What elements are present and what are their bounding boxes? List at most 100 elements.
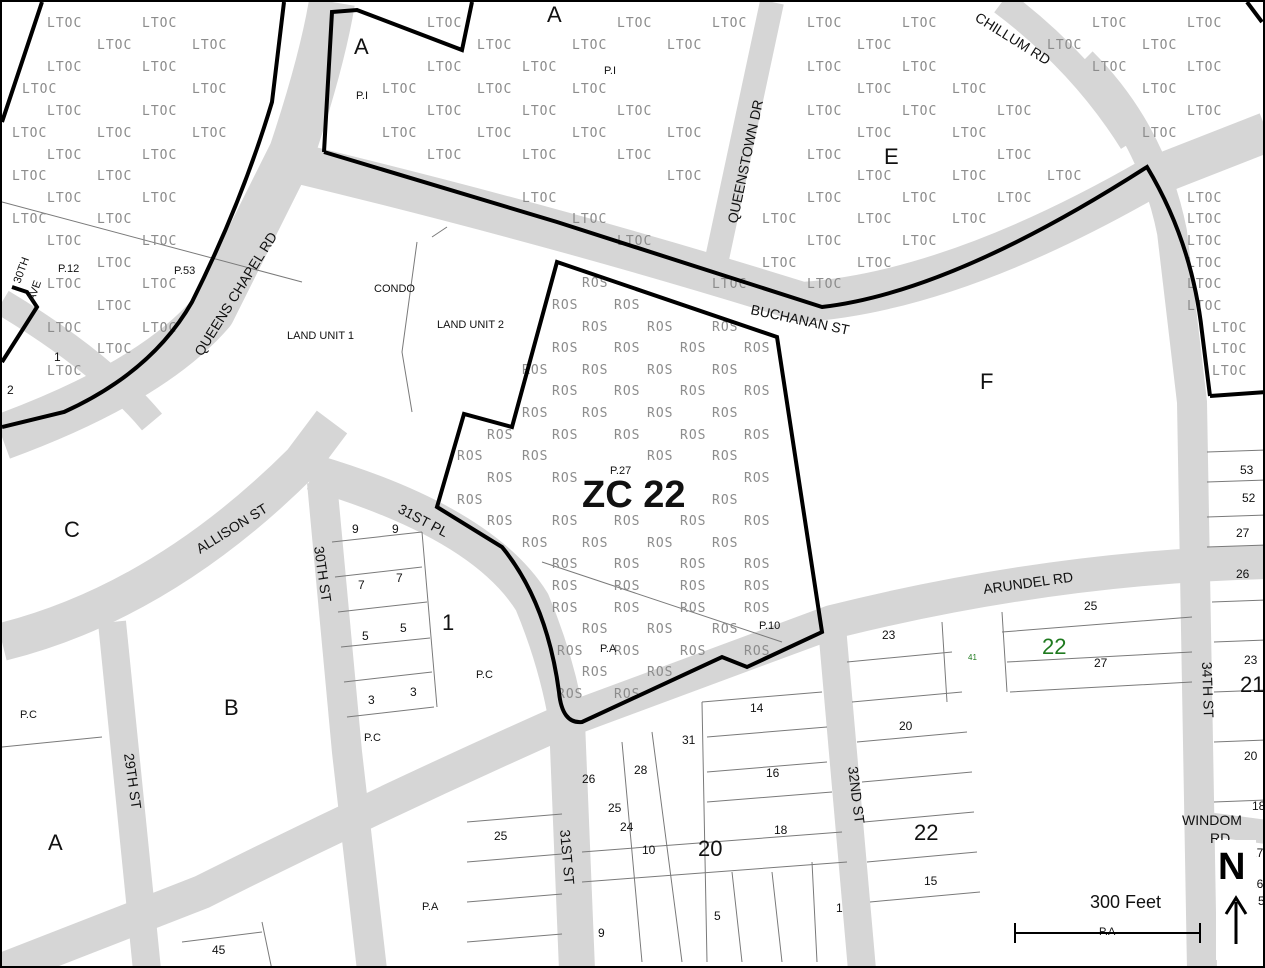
svg-text:LTOC: LTOC bbox=[192, 38, 227, 53]
svg-text:LTOC: LTOC bbox=[1212, 321, 1247, 336]
ltoc-boundary-a bbox=[322, 2, 474, 153]
square-22: 22 bbox=[914, 820, 938, 845]
svg-text:ROS: ROS bbox=[487, 428, 513, 443]
lot-number: 23 bbox=[882, 628, 896, 642]
svg-text:ROS: ROS bbox=[487, 514, 513, 529]
svg-text:LTOC: LTOC bbox=[762, 256, 797, 271]
svg-text:LTOC: LTOC bbox=[952, 169, 987, 184]
svg-text:LTOC: LTOC bbox=[997, 191, 1032, 206]
ltoc-boundary-east bbox=[1209, 390, 1263, 398]
ltoc-boundary-west-inner bbox=[2, 2, 44, 364]
svg-text:LTOC: LTOC bbox=[1142, 38, 1177, 53]
lot-number: 27 bbox=[1094, 656, 1108, 670]
svg-text:LTOC: LTOC bbox=[477, 38, 512, 53]
north-letter: N bbox=[1218, 846, 1245, 888]
32nd-st-label: 32ND ST bbox=[845, 765, 868, 825]
lot-number: 5 bbox=[362, 629, 369, 643]
svg-text:LTOC: LTOC bbox=[47, 60, 82, 75]
svg-text:ROS: ROS bbox=[744, 341, 770, 356]
ltoc-hatch: LTOC LTOC LTOC LTOC LTOC LTOC LTOC LTOC … bbox=[12, 16, 1247, 379]
svg-text:ROS: ROS bbox=[487, 471, 513, 486]
svg-text:LTOC: LTOC bbox=[522, 148, 557, 163]
svg-text:LTOC: LTOC bbox=[12, 126, 47, 141]
svg-text:LTOC: LTOC bbox=[47, 364, 82, 379]
svg-text:ROS: ROS bbox=[647, 406, 673, 421]
condo-label: CONDO bbox=[374, 283, 415, 295]
svg-text:ROS: ROS bbox=[614, 298, 640, 313]
svg-text:LTOC: LTOC bbox=[1047, 169, 1082, 184]
pi-label: P.I bbox=[356, 90, 368, 102]
lot-number: 15 bbox=[924, 874, 938, 888]
lot-number: 24 bbox=[620, 820, 634, 834]
svg-text:LTOC: LTOC bbox=[807, 104, 842, 119]
lot-number: 31 bbox=[682, 733, 696, 747]
parcel-letter-a-left: A bbox=[48, 830, 63, 855]
svg-text:LTOC: LTOC bbox=[667, 38, 702, 53]
svg-text:LTOC: LTOC bbox=[22, 82, 57, 97]
pc-label-2: P.C bbox=[364, 732, 381, 744]
svg-text:LTOC: LTOC bbox=[1187, 299, 1222, 314]
svg-text:LTOC: LTOC bbox=[477, 126, 512, 141]
svg-text:ROS: ROS bbox=[680, 514, 706, 529]
svg-text:LTOC: LTOC bbox=[97, 169, 132, 184]
svg-text:LTOC: LTOC bbox=[47, 104, 82, 119]
lot-number: 23 bbox=[1244, 653, 1258, 667]
lot-number: 1 bbox=[836, 901, 843, 915]
svg-text:ROS: ROS bbox=[614, 384, 640, 399]
svg-text:ROS: ROS bbox=[552, 298, 578, 313]
svg-text:ROS: ROS bbox=[582, 536, 608, 551]
lot-number: 28 bbox=[634, 763, 648, 777]
svg-text:LTOC: LTOC bbox=[522, 60, 557, 75]
lot-lines bbox=[2, 201, 1263, 966]
svg-text:LTOC: LTOC bbox=[427, 148, 462, 163]
lot-number: 3 bbox=[410, 685, 417, 699]
svg-text:ROS: ROS bbox=[680, 644, 706, 659]
svg-text:ROS: ROS bbox=[680, 557, 706, 572]
svg-text:LTOC: LTOC bbox=[857, 126, 892, 141]
lot-number: 25 bbox=[494, 829, 508, 843]
svg-text:ROS: ROS bbox=[552, 471, 578, 486]
svg-text:ROS: ROS bbox=[614, 428, 640, 443]
svg-text:LTOC: LTOC bbox=[97, 126, 132, 141]
svg-text:ROS: ROS bbox=[744, 514, 770, 529]
svg-text:ROS: ROS bbox=[680, 384, 706, 399]
lot-number: 16 bbox=[766, 766, 780, 780]
svg-text:LTOC: LTOC bbox=[857, 256, 892, 271]
lot-number: 3 bbox=[368, 693, 375, 707]
svg-text:LTOC: LTOC bbox=[142, 148, 177, 163]
pa-label: P.A bbox=[600, 643, 617, 655]
svg-text:LTOC: LTOC bbox=[572, 126, 607, 141]
svg-text:LTOC: LTOC bbox=[192, 82, 227, 97]
svg-text:ROS: ROS bbox=[647, 449, 673, 464]
svg-text:LTOC: LTOC bbox=[902, 16, 937, 31]
lot-number: 14 bbox=[750, 701, 764, 715]
svg-text:ROS: ROS bbox=[582, 320, 608, 335]
svg-text:LTOC: LTOC bbox=[427, 104, 462, 119]
parcel-letter-b: B bbox=[224, 695, 239, 720]
svg-text:LTOC: LTOC bbox=[97, 212, 132, 227]
svg-text:ROS: ROS bbox=[582, 622, 608, 637]
svg-text:ROS: ROS bbox=[557, 687, 583, 702]
parcel-letter-e: E bbox=[884, 144, 899, 169]
svg-text:ROS: ROS bbox=[647, 665, 673, 680]
svg-text:ROS: ROS bbox=[552, 579, 578, 594]
svg-text:LTOC: LTOC bbox=[997, 148, 1032, 163]
ltoc-hatch-row: LTOC bbox=[47, 16, 82, 31]
lot-number: 7 bbox=[358, 578, 365, 592]
svg-text:LTOC: LTOC bbox=[47, 321, 82, 336]
svg-text:ROS: ROS bbox=[712, 449, 738, 464]
svg-text:ROS: ROS bbox=[614, 579, 640, 594]
svg-text:LTOC: LTOC bbox=[902, 60, 937, 75]
svg-text:LTOC: LTOC bbox=[807, 277, 842, 292]
svg-text:LTOC: LTOC bbox=[142, 16, 177, 31]
svg-text:ROS: ROS bbox=[744, 579, 770, 594]
svg-text:ROS: ROS bbox=[582, 665, 608, 680]
square-22-green: 22 bbox=[1042, 634, 1066, 659]
pi-label-2: P.I bbox=[604, 65, 616, 77]
svg-text:ROS: ROS bbox=[522, 449, 548, 464]
svg-text:LTOC: LTOC bbox=[572, 82, 607, 97]
31st-st-label: 31ST ST bbox=[557, 829, 578, 886]
30th-ave-label: 30TH bbox=[12, 256, 32, 285]
